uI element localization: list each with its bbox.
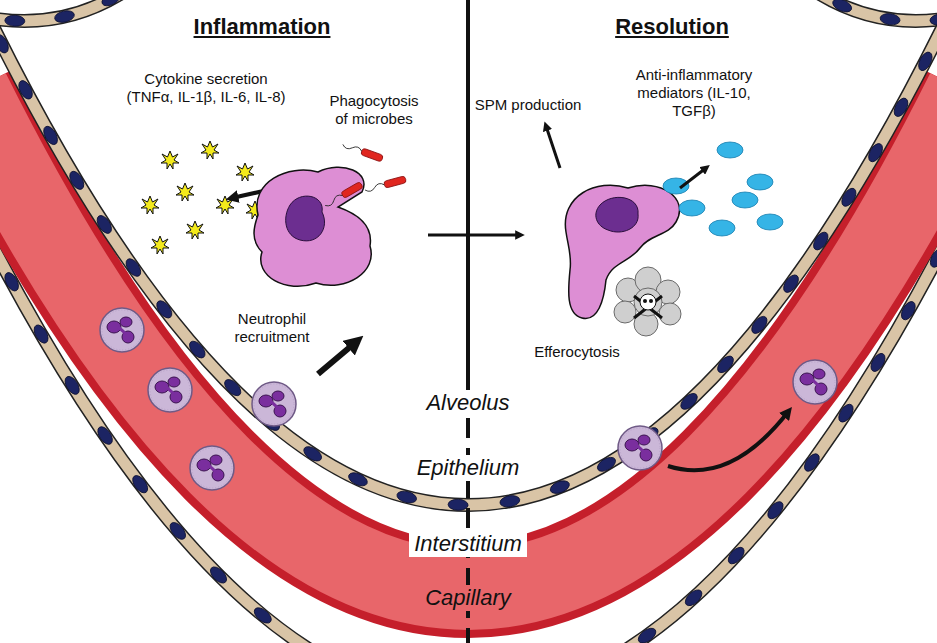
process-label: Cytokine secretion (TNFα, IL-1β, IL-6, I… [122,70,290,106]
recruitment-arrow [318,342,356,374]
cell-nucleus [636,625,659,643]
region-label: Capillary [420,585,516,611]
spm-arrow [546,126,560,168]
region-label: Alveolus [421,390,514,416]
cell-nucleus [94,213,114,236]
cell-nucleus [866,141,886,164]
cell-nucleus [2,270,21,293]
tissue-wall [820,0,937,21]
cell-nucleus [208,564,230,586]
section-heading: Resolution [615,14,729,40]
cell-nucleus [811,230,831,253]
cell-nucleus [916,50,935,73]
skull-symbol [634,294,662,318]
cell-nucleus [347,470,370,488]
cell-nucleus [130,473,151,496]
cell-nucleus [396,489,418,505]
cell-nucleus [222,377,244,399]
cell-nucleus [301,444,324,464]
process-label: Neutrophil recruitment [222,310,322,346]
cell-nucleus [831,0,854,15]
apoptotic-cell [614,267,681,336]
neutrophils [100,308,837,490]
cell-nucleus [154,298,175,321]
cell-nucleus [715,353,737,375]
cell-nucleus [252,605,274,626]
region-label: Epithelium [412,455,525,481]
section-heading: Inflammation [194,14,331,40]
cell-nucleus [802,451,823,474]
cell-nucleus [678,391,700,413]
cell-nucleus [54,9,76,24]
cell-nucleus [5,15,25,27]
cell-nucleus [100,0,123,9]
cell-nucleus [67,169,87,192]
cell-nucleus [123,256,144,279]
cell-nucleus [448,499,468,511]
region-label: Interstitium [409,531,527,557]
cell-nucleus [683,587,705,609]
cell-nucleus [749,314,770,336]
cell-nucleus [868,351,888,374]
cell-nucleus [300,641,323,643]
macrophage [254,167,371,286]
mediators [663,142,783,236]
process-label: Anti-inflammatory mediators (IL-10, TGFβ… [633,66,756,120]
cell-nucleus [187,338,208,360]
process-label: Phagocytosis of microbes [324,92,424,128]
cell-nucleus [31,323,51,346]
cytokines [141,141,264,254]
cell-nucleus [41,124,60,147]
cell-nucleus [167,520,188,542]
cell-nucleus [836,402,856,425]
cell-nucleus [548,478,571,496]
cell-nucleus [95,424,115,447]
cell-nucleus [595,455,618,475]
divider-line [466,0,470,388]
cell-nucleus [499,494,521,508]
cell-nucleus [725,544,747,566]
cell-nucleus [62,374,82,397]
cell-nucleus [928,247,937,270]
cell-nucleus [839,186,859,209]
secretion-arrow [680,168,706,188]
cell-nucleus [781,272,802,295]
cell-nucleus [891,96,910,119]
cell-nucleus [765,499,786,521]
cell-nucleus [16,78,35,101]
cell-nucleus [879,12,900,26]
bacteria [323,141,406,208]
process-label: Efferocytosis [534,343,620,361]
cell-nucleus [899,299,918,322]
return-arrow [668,412,788,470]
transition-arrow [428,234,520,237]
tissue-wall [820,0,937,21]
macrophage [565,185,679,318]
process-label: SPM production [475,96,582,114]
cell-nucleus [929,13,937,26]
cell-nucleus [0,32,11,55]
